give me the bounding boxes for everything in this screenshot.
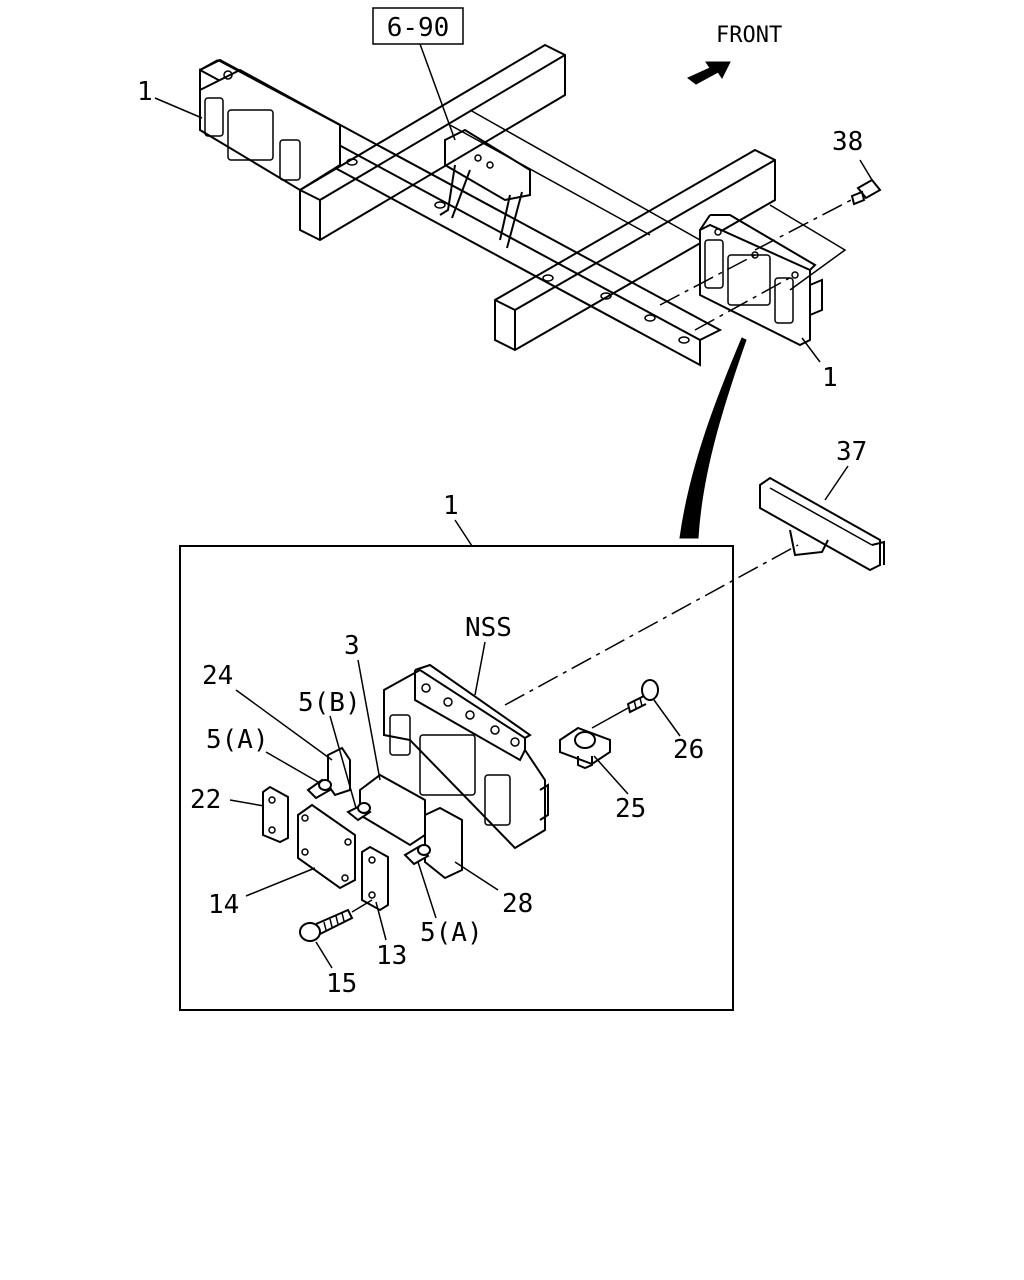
bracket-6-90: [439, 128, 531, 249]
cover-37: [759, 476, 885, 572]
label-plate-14: 14: [208, 890, 239, 920]
front-arrow-icon: [687, 61, 731, 85]
label-frame-right: 1: [822, 363, 838, 393]
bolt-38: [850, 178, 882, 206]
front-label: FRONT: [716, 23, 782, 48]
label-plate-22: 22: [190, 785, 221, 815]
label-cover-37: 37: [836, 437, 867, 467]
label-seal-3: 3: [344, 631, 360, 661]
plate-13: [361, 845, 389, 912]
plug-5a-left: [306, 778, 332, 800]
detail-box: [179, 545, 734, 1011]
screw-15: [299, 908, 354, 942]
plug-5b: [346, 802, 372, 822]
chassis-frame: [199, 43, 856, 367]
plate-22: [262, 785, 289, 844]
nss-module: [383, 663, 549, 850]
label-bracket-25: 25: [615, 794, 646, 824]
gasket-24: [327, 746, 351, 797]
ref-box: [372, 7, 464, 45]
label-screw-15: 15: [326, 969, 357, 999]
label-plug-5a-left: 5(A): [206, 725, 269, 755]
plug-5a-right: [403, 844, 431, 866]
ref-box-label: 6-90: [387, 13, 450, 43]
label-nss: NSS: [465, 613, 512, 643]
label-bolt-26: 26: [673, 735, 704, 765]
plate-14: [297, 803, 356, 890]
module-right: [699, 214, 823, 347]
label-module-group: 1: [443, 491, 459, 521]
label-plug-5b: 5(B): [298, 688, 361, 718]
label-plug-5a-right: 5(A): [420, 918, 483, 948]
gasket-28: [424, 806, 463, 880]
bracket-25: [559, 726, 611, 770]
label-plate-13: 13: [376, 941, 407, 971]
label-gasket-28: 28: [502, 889, 533, 919]
label-gasket-24: 24: [202, 661, 233, 691]
bolt-26: [626, 679, 659, 714]
callout-pointer: [679, 337, 747, 539]
label-bolt-38: 38: [832, 127, 863, 157]
module-left: [199, 59, 341, 192]
label-frame-left: 1: [137, 77, 153, 107]
